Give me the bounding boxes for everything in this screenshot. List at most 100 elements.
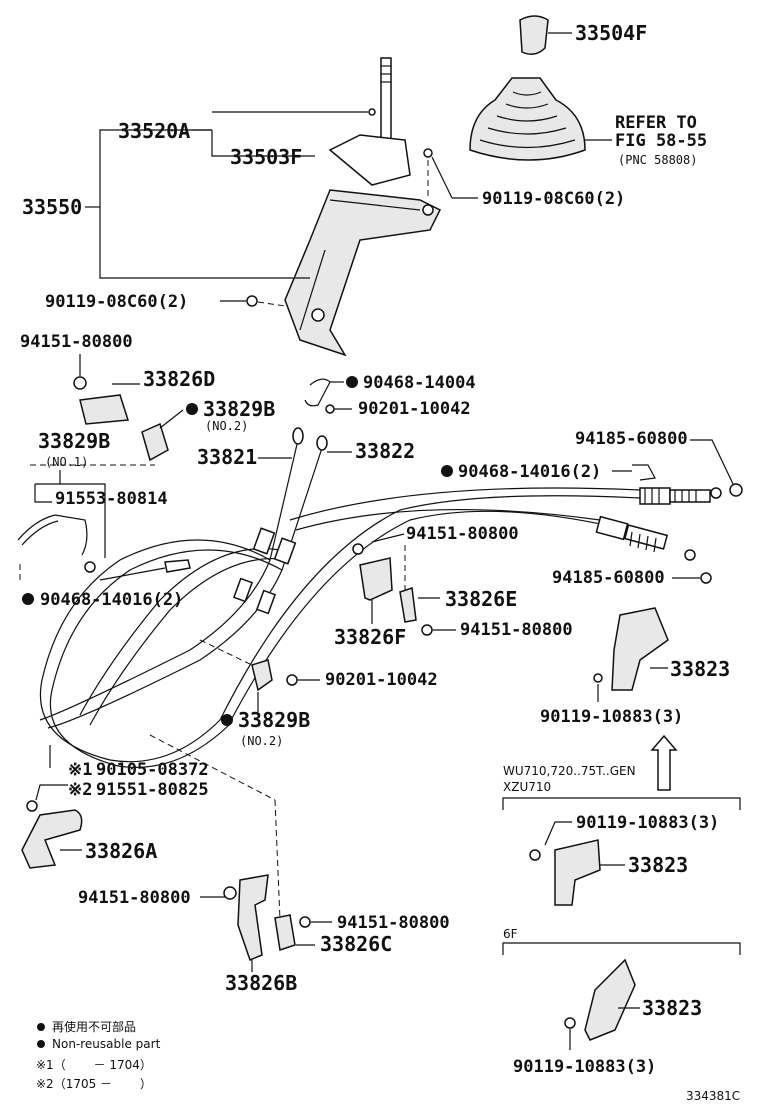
nut-icon [73,376,87,390]
bolt-icon [246,295,258,307]
nut-icon [299,916,311,928]
legend-nonreusable-en: Non-reusable part [52,1037,161,1051]
bracket-33826D-icon [79,394,129,425]
label-variant2: 6F [503,927,518,941]
clip-icon [304,378,331,407]
label-90105-08372: 90105-08372 [96,760,209,780]
label-33823-c: 33823 [642,996,702,1020]
label-33826C: 33826C [320,932,392,956]
label-33823-b: 33823 [628,853,688,877]
arrow-up-icon [650,734,678,791]
label-variant1-line1: WU710,720..75T..GEN [503,764,636,778]
label-90201-10042-top: 90201-10042 [358,399,471,419]
legend-dot-icon [37,1040,45,1048]
bolt-icon [564,1017,576,1029]
nut-icon [421,624,433,636]
label-fig-ref: FIG 58-55 [615,131,707,151]
shift-lever-illustration [284,57,442,357]
label-94151-80800-d: 94151-80800 [78,888,191,908]
label-90119-08C60-right: 90119-08C60(2) [482,189,625,209]
cable-33821 [39,439,299,721]
label-33821: 33821 [197,445,257,469]
bracket-33826F-icon [359,557,393,601]
label-90468-14004: 90468-14004 [363,373,476,393]
clip-33829B-icon [251,659,273,692]
shift-knob-illustration [519,15,549,55]
label-94151-80800-b: 94151-80800 [406,524,519,544]
label-variant1-line2: XZU710 [503,780,551,794]
label-33829B-no1: 33829B [38,429,110,453]
nut-icon [352,543,364,555]
label-33504F: 33504F [575,21,647,45]
bolt-icon [84,561,96,573]
figure-id: 334381C [686,1089,740,1103]
label-90119-08C60-left: 90119-08C60(2) [45,292,188,312]
legend-dot-icon [37,1023,45,1031]
label-90201-10042-bottom: 90201-10042 [325,670,438,690]
legend-range2: ※2（1705 － ） [36,1077,152,1091]
cable-end-right-lower [595,515,696,561]
label-90119-10883-a: 90119-10883(3) [540,707,683,727]
label-90468-14016-right: 90468-14016(2) [458,462,601,482]
label-note2-mark: ※2 [68,780,92,800]
cable-end-right-upper [639,487,722,505]
washer-icon [286,674,298,686]
label-no1: (NO.1) [45,455,88,469]
label-33822: 33822 [355,439,415,463]
bolt-icon [423,148,433,158]
label-90119-10883-b: 90119-10883(3) [576,813,719,833]
bracket-33823-icon [584,958,636,1041]
clamp-wire-icon [17,514,88,556]
clip-icon [632,464,656,481]
nonreusable-dot-icon [22,593,34,605]
nonreusable-dot-icon [441,465,453,477]
clip-33829B-icon [141,422,169,462]
variant2-bracket [502,942,741,955]
label-33829B-no2-top: 33829B [203,397,275,421]
nonreusable-dot-icon [346,376,358,388]
label-refer-to: REFER TO [615,113,697,133]
label-no2-top: (NO.2) [205,419,248,433]
nut-icon [700,572,712,584]
bracket-33826B-icon [237,874,269,961]
legend-nonreusable-jp: 再使用不可部品 [52,1019,136,1034]
bracket-33826A-icon [21,809,83,869]
label-94151-80800-e: 94151-80800 [337,913,450,933]
label-33503F: 33503F [230,145,302,169]
nonreusable-dot-icon [186,403,198,415]
label-33826A: 33826A [85,839,157,863]
label-pnc: (PNC 58808) [618,153,697,167]
label-33826E: 33826E [445,587,517,611]
clip-icon [164,559,191,573]
variant1-bracket [502,797,741,810]
label-no2-bottom: (NO.2) [240,734,283,748]
label-33826F: 33826F [334,625,406,649]
bracket-33823-icon [611,607,669,691]
label-33823-a: 33823 [670,657,730,681]
bracket-33826E-icon [399,586,417,623]
bracket-33823-icon [554,839,601,906]
nut-icon [223,886,237,900]
washer-icon [325,404,335,414]
nonreusable-dot-icon [221,714,233,726]
nut-icon [729,483,743,497]
label-94151-80800-c: 94151-80800 [460,620,573,640]
label-94185-60800-bottom: 94185-60800 [552,568,665,588]
bolt-icon [593,673,603,683]
legend-range1: ※1（ － 1704） [36,1058,152,1072]
label-note1-mark: ※1 [68,760,92,780]
label-94185-60800-top: 94185-60800 [575,429,688,449]
label-33550: 33550 [22,195,82,219]
label-91553-80814: 91553-80814 [55,489,168,509]
bracket-33826C-icon [274,914,296,951]
label-33520A: 33520A [118,119,190,143]
label-33826B: 33826B [225,971,297,995]
shift-boot-illustration [469,77,586,161]
label-90468-14016-left: 90468-14016(2) [40,590,183,610]
label-94151-80800-a: 94151-80800 [20,332,133,352]
label-33829B-no2-bottom: 33829B [238,708,310,732]
bolt-icon [26,800,38,812]
bolt-icon [529,849,541,861]
